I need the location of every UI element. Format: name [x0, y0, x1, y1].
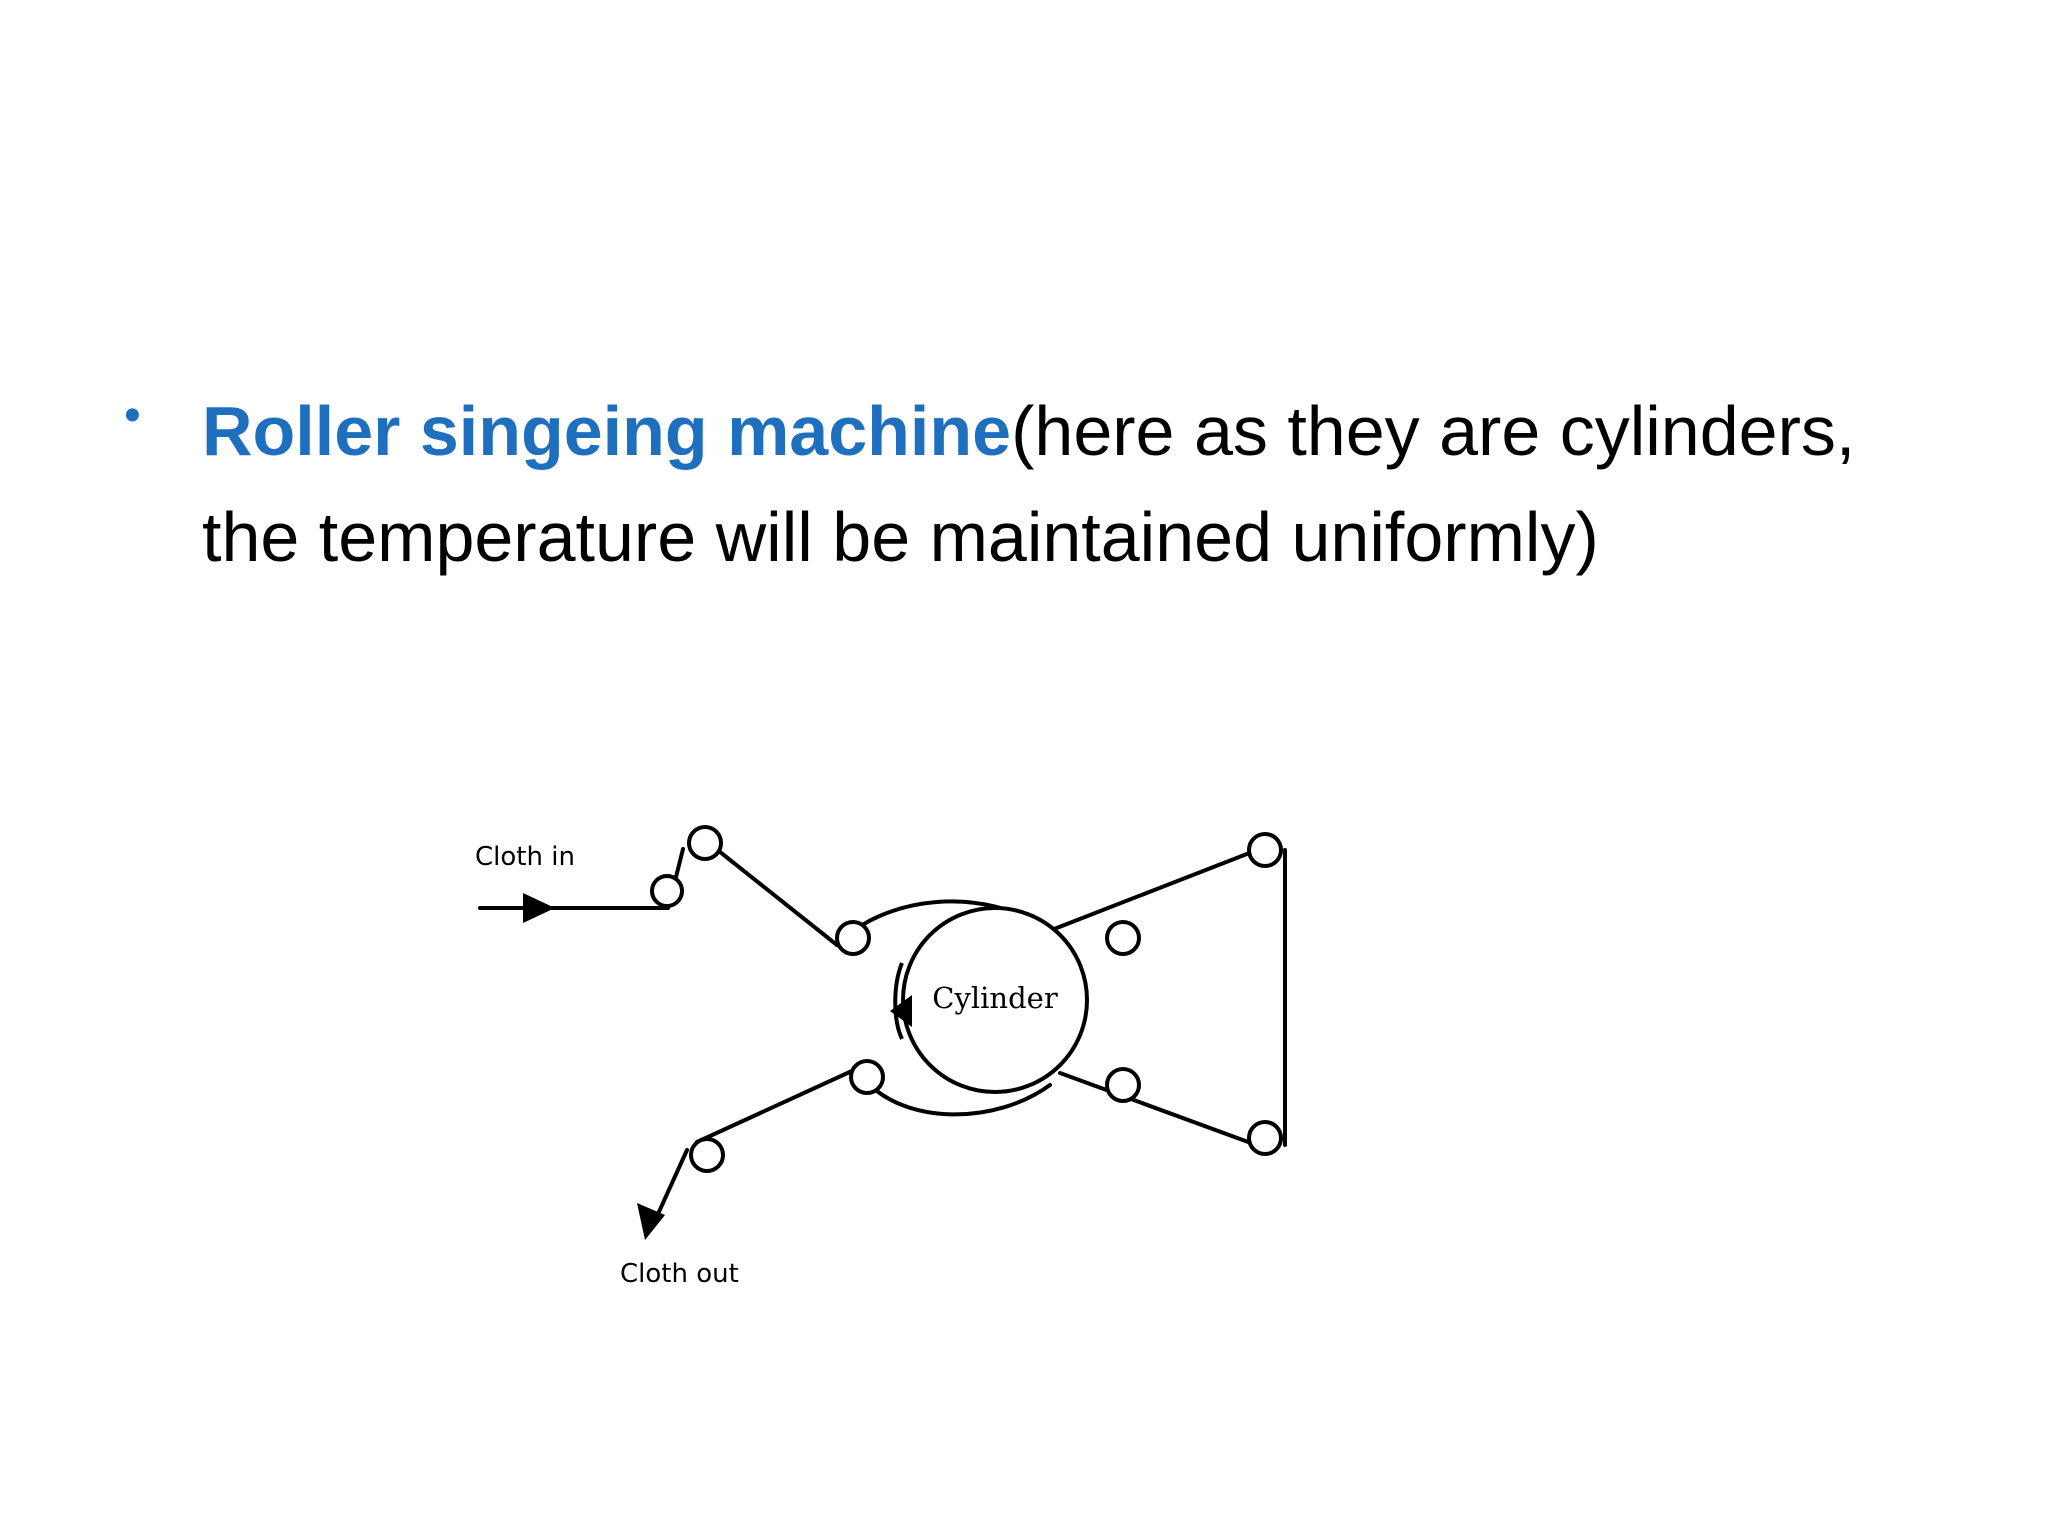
- guide-roller: [687, 825, 723, 861]
- guide-roller: [650, 874, 684, 908]
- rotation-arrow-icon: [890, 995, 912, 1027]
- guide-roller: [689, 1137, 725, 1173]
- bullet-highlight: Roller singeing machine: [202, 392, 1012, 470]
- cloth-path-segment: [695, 1063, 867, 1144]
- guide-roller: [849, 1059, 885, 1095]
- label-cylinder: Cylinder: [932, 981, 1058, 1015]
- bullet-text: Roller singeing machine(here as they are…: [202, 378, 1922, 590]
- bullet-rest: (here as they are cylinders, the tempera…: [202, 392, 1856, 576]
- guide-roller: [835, 920, 871, 956]
- cloth-out-arrow-icon: [637, 1203, 665, 1240]
- cylinder-circle: [901, 906, 1089, 1094]
- rotation-arc: [893, 962, 904, 1040]
- bullet-dot-icon: •: [124, 389, 141, 442]
- cloth-path-segment: [1058, 1071, 1272, 1152]
- cloth-path-segment: [1047, 843, 1272, 933]
- guide-roller: [1105, 1067, 1141, 1103]
- guide-roller: [1247, 1120, 1283, 1156]
- label-cloth-in: Cloth in: [475, 842, 575, 872]
- label-cloth-out: Cloth out: [620, 1259, 739, 1289]
- cloth-path-segment: [703, 838, 839, 947]
- cloth-wrap-bottom: [863, 1078, 1052, 1117]
- diagram-svg: Cloth in Cylinder Cloth out: [475, 825, 1287, 1289]
- cloth-in-arrow-icon: [523, 893, 555, 923]
- roller-singeing-diagram: Cloth in Cylinder Cloth out: [465, 815, 1325, 1320]
- guide-roller: [1105, 920, 1141, 956]
- guide-roller: [1247, 832, 1283, 868]
